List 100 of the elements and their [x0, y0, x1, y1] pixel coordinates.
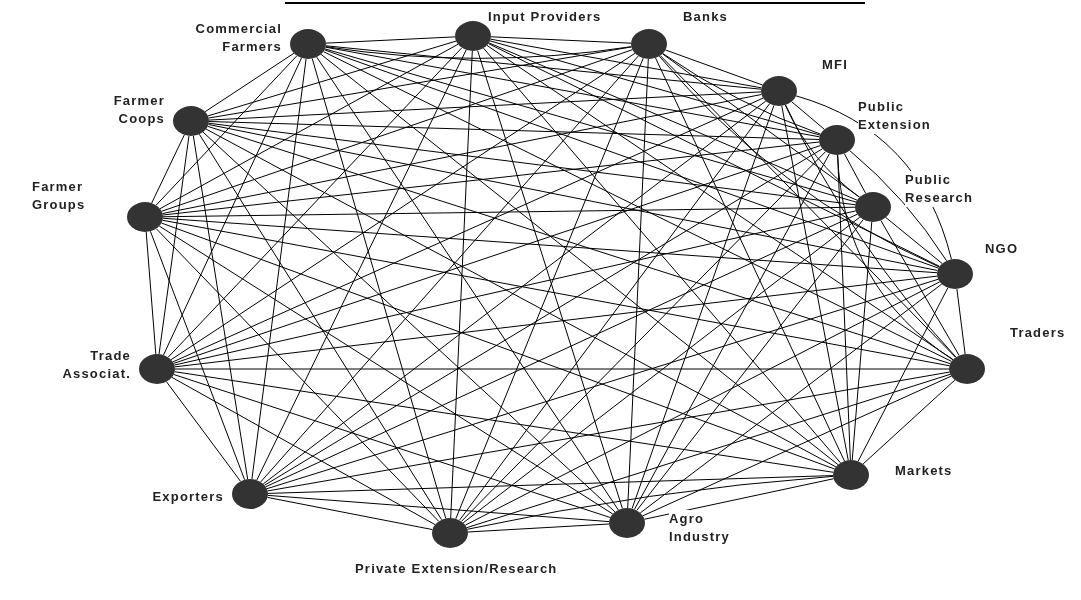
- connector-line: [467, 523, 610, 533]
- connector-line: [163, 57, 302, 356]
- network-node: [631, 29, 667, 59]
- connector-line: [266, 278, 939, 490]
- connector-line: [862, 379, 956, 465]
- network-node: [937, 259, 973, 289]
- connector-line: [885, 217, 943, 264]
- connector-line: [655, 57, 845, 462]
- connector-line: [849, 150, 948, 262]
- connector-line: [843, 153, 867, 194]
- connector-line: [173, 145, 821, 364]
- connector-line: [173, 374, 611, 518]
- connector-line: [158, 135, 190, 355]
- connector-line: [791, 101, 825, 130]
- connector-line: [323, 51, 952, 362]
- connector-line: [643, 478, 835, 520]
- connector-line: [256, 49, 467, 481]
- connector-line: [198, 133, 443, 521]
- connector-line: [857, 287, 949, 462]
- network-node: [609, 508, 645, 538]
- connector-line: [477, 50, 623, 509]
- connector-line: [208, 121, 820, 140]
- connector-line: [208, 122, 856, 206]
- connector-line: [202, 131, 616, 513]
- connector-line: [265, 213, 858, 488]
- connector-line: [166, 381, 241, 482]
- connector-line: [324, 49, 939, 269]
- connector-line: [659, 55, 957, 358]
- connector-line: [155, 55, 298, 206]
- connector-line: [466, 373, 951, 529]
- connector-line: [464, 281, 941, 526]
- connector-line: [149, 230, 246, 481]
- connector-line: [784, 104, 860, 198]
- connector-line: [162, 94, 762, 214]
- connector-line: [151, 134, 185, 204]
- connector-line: [170, 52, 636, 361]
- network-node: [819, 125, 855, 155]
- connector-line: [486, 44, 954, 361]
- connector-line: [161, 222, 835, 470]
- network-node: [432, 518, 468, 548]
- connector-line: [162, 219, 950, 367]
- network-node: [761, 76, 797, 106]
- connector-line: [264, 148, 823, 486]
- connector-line: [208, 91, 762, 121]
- connector-line: [642, 375, 952, 517]
- connector-line: [192, 135, 249, 480]
- connector-line: [489, 40, 821, 136]
- connector-line: [208, 124, 938, 271]
- connector-line: [658, 55, 940, 268]
- connector-line: [173, 210, 857, 366]
- connector-line: [665, 49, 763, 86]
- connector-line: [488, 42, 858, 201]
- connector-line: [483, 47, 841, 464]
- connector-line: [956, 288, 966, 355]
- connector-line: [325, 46, 820, 138]
- network-node: [173, 106, 209, 136]
- connector-line: [636, 219, 864, 511]
- connector-line: [837, 154, 851, 461]
- connector-line: [880, 220, 960, 356]
- connector-line: [851, 221, 873, 461]
- network-node: [139, 354, 175, 384]
- connector-line: [460, 151, 827, 522]
- connector-line: [627, 58, 649, 509]
- connector-line: [260, 55, 639, 483]
- network-node: [833, 460, 869, 490]
- connector-line: [325, 45, 762, 90]
- network-node: [855, 192, 891, 222]
- connector-line: [174, 275, 938, 368]
- connector-line: [459, 103, 770, 521]
- connector-line: [171, 376, 436, 526]
- network-node: [455, 21, 491, 51]
- connector-line: [208, 46, 632, 119]
- connector-line: [207, 125, 951, 365]
- connector-line: [639, 283, 943, 514]
- connector-line: [267, 475, 834, 494]
- connector-line: [662, 53, 860, 198]
- connector-line: [162, 141, 820, 216]
- connector-line: [490, 36, 632, 44]
- connector-line: [488, 43, 940, 267]
- connector-line: [325, 46, 632, 59]
- connector-line: [172, 97, 764, 363]
- connector-line: [207, 40, 457, 117]
- connector-line: [320, 53, 839, 466]
- network-node: [127, 202, 163, 232]
- connector-line: [311, 58, 447, 519]
- connector-line: [155, 228, 440, 522]
- connector-line: [324, 48, 857, 203]
- connector-line: [162, 217, 938, 274]
- connector-line: [205, 128, 837, 468]
- connector-line: [325, 36, 456, 44]
- connector-line: [785, 104, 957, 358]
- connector-line: [262, 100, 767, 485]
- connector-line: [316, 56, 619, 511]
- connector-line: [450, 50, 473, 519]
- connector-line: [204, 52, 295, 113]
- connector-line: [267, 496, 433, 531]
- connector-line: [462, 216, 861, 524]
- connector-line: [455, 57, 644, 520]
- connector-line: [251, 58, 307, 480]
- connector-line: [466, 475, 834, 530]
